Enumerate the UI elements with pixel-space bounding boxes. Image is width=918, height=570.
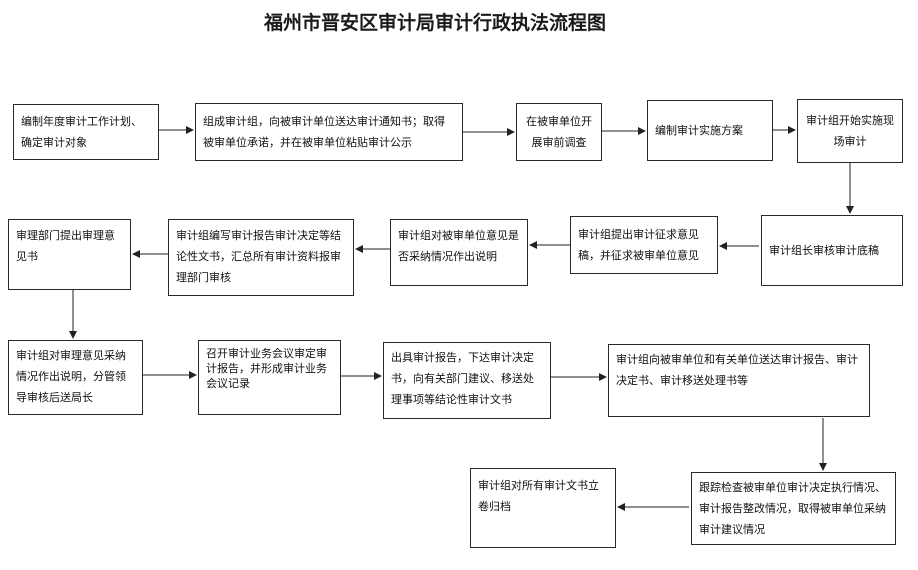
step-14-box: 审计组向被审单位和有关单位送达审计报告、审计决定书、审计移送处理书等 <box>608 344 870 417</box>
step-4-box: 编制审计实施方案 <box>647 100 773 161</box>
step-12-box: 召开审计业务会议审定审计报告，并形成审计业务会议记录 <box>198 340 341 415</box>
step-13-box: 出具审计报告，下达审计决定书，向有关部门建议、移送处理事项等结论性审计文书 <box>383 342 551 419</box>
step-16-box: 审计组对所有审计文书立卷归档 <box>470 468 616 548</box>
step-1-box: 编制年度审计工作计划、确定审计对象 <box>13 104 159 160</box>
step-8-box: 审计组对被审单位意见是否采纳情况作出说明 <box>390 219 528 286</box>
step-15-box: 跟踪检查被审单位审计决定执行情况、审计报告整改情况，取得被审单位采纳审计建议情况 <box>691 472 896 545</box>
page-title: 福州市晋安区审计局审计行政执法流程图 <box>263 12 606 34</box>
step-3-box: 在被审单位开展审前调查 <box>516 103 602 161</box>
step-5-box: 审计组开始实施现场审计 <box>797 99 903 163</box>
step-11-box: 审计组对审理意见采纳情况作出说明，分管领导审核后送局长 <box>8 340 143 415</box>
step-7-box: 审计组提出审计征求意见稿，并征求被审单位意见 <box>570 216 718 274</box>
step-10-box: 审理部门提出审理意见书 <box>8 219 131 290</box>
step-2-box: 组成审计组，向被审计单位送达审计通知书；取得被审单位承诺，并在被审单位粘贴审计公… <box>195 103 463 161</box>
step-9-box: 审计组编写审计报告审计决定等结论性文书，汇总所有审计资料报审理部门审核 <box>168 219 354 296</box>
step-6-box: 审计组长审核审计底稿 <box>761 215 903 286</box>
